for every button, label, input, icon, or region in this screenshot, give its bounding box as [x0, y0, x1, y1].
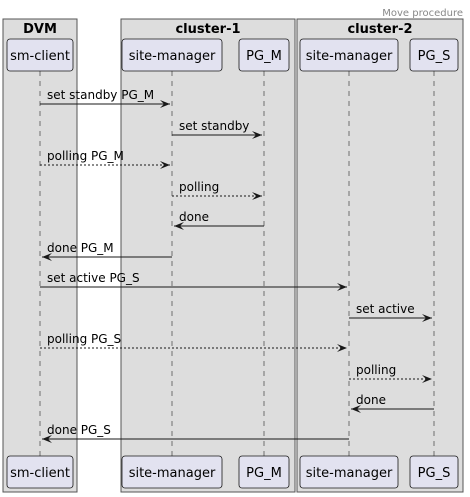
participant-label-pgs-bottom: PG_S — [418, 466, 451, 481]
message-label-1: set standby PG_M — [47, 88, 154, 102]
message-label-5: done — [179, 210, 209, 224]
participant-label-sm1-top: site-manager — [129, 49, 216, 64]
message-arrowhead-8 — [422, 314, 432, 322]
participant-pgs-bottom — [409, 455, 459, 489]
message-label-3: polling PG_M — [47, 149, 124, 163]
participant-sm1-bottom — [121, 455, 223, 489]
participant-sm1-top — [121, 38, 223, 72]
participant-pgm-top — [238, 38, 290, 72]
group-title-cluster1: cluster-1 — [175, 22, 240, 37]
message-arrowhead-4 — [252, 192, 262, 200]
group-box-cluster2 — [296, 18, 464, 493]
message-arrowhead-11 — [351, 405, 361, 413]
participant-label-sm2-bottom: site-manager — [306, 466, 393, 481]
participant-label-smc-bottom: sm-client — [10, 466, 70, 481]
message-arrowhead-1 — [160, 100, 170, 108]
participant-sm2-top — [299, 38, 399, 72]
participant-label-pgm-top: PG_M — [246, 49, 282, 64]
participant-label-smc-top: sm-client — [10, 49, 70, 64]
participant-pgs-top — [409, 38, 459, 72]
message-label-6: done PG_M — [47, 241, 114, 255]
group-box-cluster1 — [120, 18, 296, 493]
participant-label-sm2-top: site-manager — [306, 49, 393, 64]
group-title-dvm: DVM — [23, 22, 57, 37]
participant-pgm-bottom — [238, 455, 290, 489]
participant-label-pgs-top: PG_S — [418, 49, 451, 64]
message-label-9: polling PG_S — [47, 332, 121, 346]
message-label-8: set active — [356, 302, 415, 316]
participant-label-pgm-bottom: PG_M — [246, 466, 282, 481]
message-arrowhead-10 — [422, 375, 432, 383]
message-label-12: done PG_S — [47, 423, 111, 437]
participant-smc-bottom — [6, 455, 74, 489]
message-arrowhead-12 — [42, 435, 52, 443]
message-arrowhead-9 — [337, 344, 347, 352]
message-arrowhead-7 — [337, 283, 347, 291]
message-label-7: set active PG_S — [47, 271, 140, 285]
participant-sm2-bottom — [299, 455, 399, 489]
group-title-cluster2: cluster-2 — [347, 22, 412, 37]
participant-smc-top — [6, 38, 74, 72]
message-label-4: polling — [179, 180, 219, 194]
message-label-2: set standby — [179, 119, 249, 133]
message-arrowhead-5 — [174, 222, 184, 230]
message-arrowhead-6 — [42, 253, 52, 261]
message-label-10: polling — [356, 363, 396, 377]
diagram-header: Move procedure — [382, 8, 463, 19]
message-arrowhead-2 — [252, 131, 262, 139]
message-arrowhead-3 — [160, 161, 170, 169]
participant-label-sm1-bottom: site-manager — [129, 466, 216, 481]
message-label-11: done — [356, 393, 386, 407]
